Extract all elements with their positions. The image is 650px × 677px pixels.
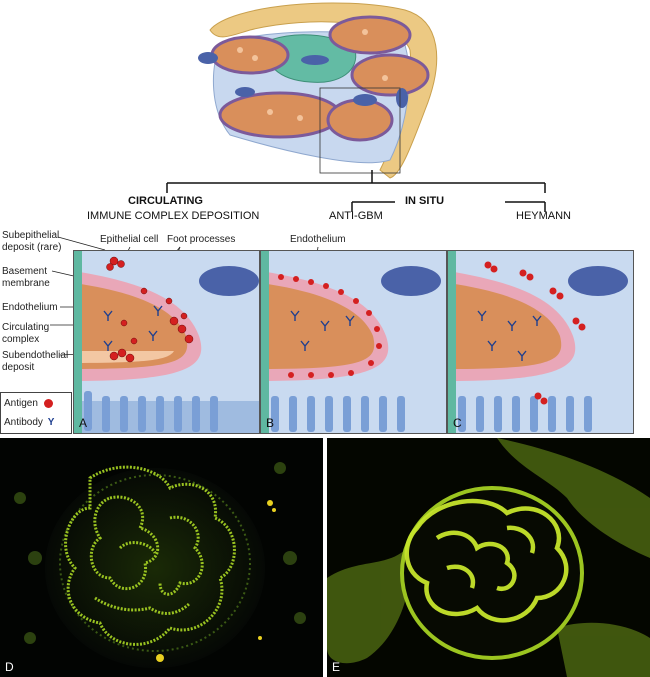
legend: Antigen Antibody Y [0,392,72,434]
endothelium-label: Endothelium [2,302,58,313]
immune-complex-heading: IMMUNE COMPLEX DEPOSITION [87,210,260,222]
foot-processes-label: Foot processes [167,234,236,245]
micrograph-d-image [0,438,323,677]
panel-a: A [73,250,260,434]
micrograph-e: E [327,438,650,677]
panel-b-illustration [261,251,446,433]
panel-c: C [447,250,634,434]
legend-antibody: Antibody Y [4,417,55,428]
glomerulus-overview-illustration [198,2,438,179]
in-situ-heading: IN SITU [405,195,445,207]
endothelium-b-label: Endothelium [290,234,346,245]
anti-gbm-heading: ANTI-GBM [329,210,383,222]
antigen-icon [43,398,53,408]
micrograph-e-image [327,438,650,677]
bracket-connector [166,170,546,212]
panel-b: B [260,250,447,434]
epithelial-cell-label: Epithelial cell [100,234,159,245]
panel-b-letter: B [266,416,275,430]
micrograph-d: D [0,438,323,677]
panel-e-letter: E [332,660,341,674]
antibody-icon: Y [47,417,55,428]
legend-antigen: Antigen [4,398,53,410]
panel-a-letter: A [79,416,88,430]
panel-c-illustration [448,251,633,433]
heymann-heading: HEYMANN [516,210,572,222]
panel-c-letter: C [453,416,462,430]
circulating-heading: CIRCULATING [128,195,203,207]
panel-a-illustration [74,251,259,433]
panel-d-letter: D [5,660,14,674]
